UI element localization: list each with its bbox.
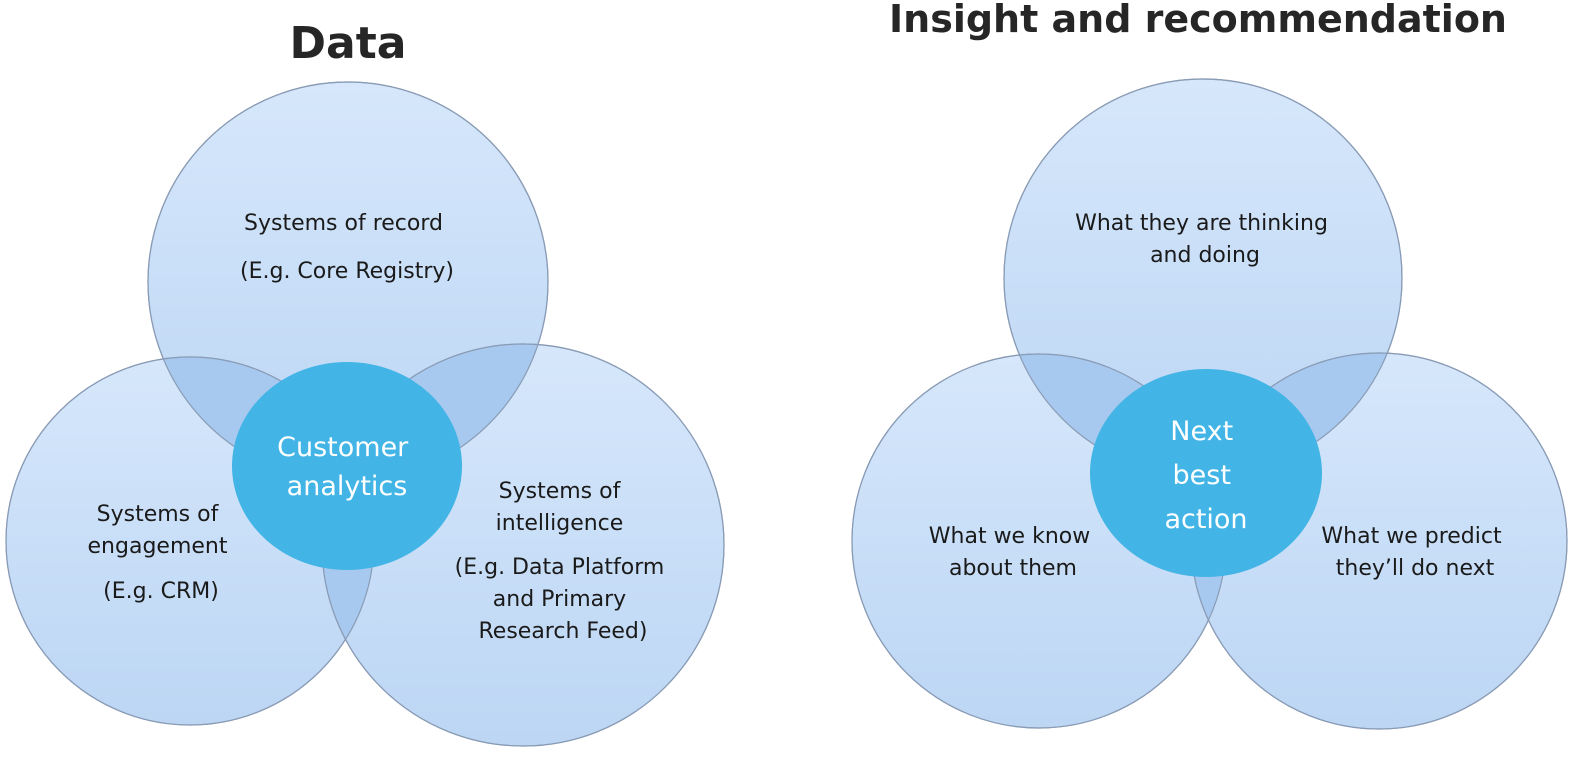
- insight-title: Insight and recommendation: [889, 0, 1507, 41]
- know-about-them-label: What we know about them: [929, 524, 1097, 581]
- data-title: Data: [290, 18, 407, 69]
- next-best-action-ellipse: [1090, 369, 1322, 577]
- engagement-label: Systems of engagement (E.g. CRM): [88, 502, 235, 604]
- next-best-action-label: Next best action: [1164, 416, 1247, 535]
- data-venn: Systems of record (E.g. Core Registry) S…: [5, 81, 725, 747]
- customer-analytics-ellipse: [232, 362, 462, 570]
- intelligence-label: Systems of intelligence (E.g. Data Platf…: [455, 479, 672, 644]
- record-label: Systems of record (E.g. Core Registry): [240, 211, 454, 284]
- insight-venn: What they are thinking and doing What we…: [851, 78, 1568, 730]
- customer-analytics-label: Customer analytics: [277, 432, 417, 502]
- predict-next-label: What we predict they’ll do next: [1321, 524, 1508, 581]
- thinking-doing-label: What they are thinking and doing: [1075, 211, 1335, 268]
